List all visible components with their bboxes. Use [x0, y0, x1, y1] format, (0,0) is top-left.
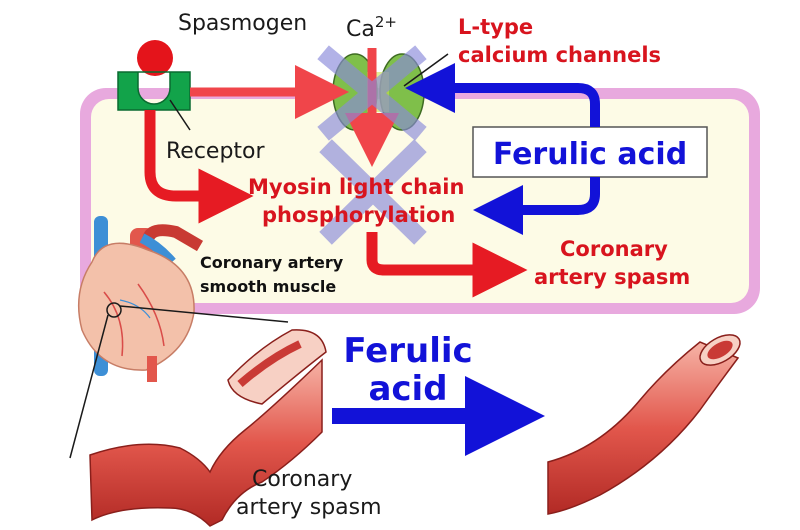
- receptor-label: Receptor: [166, 139, 266, 164]
- mlc-to-spasm-arrow: [366, 232, 528, 298]
- receptor-to-mlc-arrow: [144, 110, 254, 224]
- artery-icon: [547, 334, 741, 515]
- ltype-label-line2: calcium channels: [458, 43, 661, 67]
- receptor-icon: [117, 71, 191, 111]
- spasmogen-label: Spasmogen: [178, 11, 307, 36]
- mlc-label-line1: Myosin light chain: [248, 175, 464, 199]
- receptor-leader: [169, 99, 191, 131]
- artery-icon: [89, 329, 327, 527]
- heart-icon: [77, 216, 204, 382]
- ferulic-acid-big-line1: Ferulic: [343, 331, 472, 371]
- ferulic-acid-big-line2: acid: [368, 369, 447, 409]
- coronary-spasm-red-line2: artery spasm: [534, 265, 690, 289]
- coronary-spasm-red-line1: Coronary: [560, 237, 668, 261]
- mlc-label-line2: phosphorylation: [262, 203, 455, 227]
- coronary-spasm-black-line2: artery spasm: [236, 495, 382, 520]
- zoom-line-left: [69, 314, 109, 459]
- ferulic-acid-box: [472, 126, 708, 178]
- inhibition-cross-icon: [317, 45, 427, 141]
- calcium-ion-label: Ca2+: [346, 13, 397, 42]
- ltype-label-line1: L-type: [458, 15, 533, 39]
- ferulic-acid-box-label: Ferulic acid: [493, 137, 687, 172]
- ferulic-to-mlc-arrow: [473, 177, 600, 235]
- coronary-spasm-black-line1: Coronary: [252, 467, 352, 492]
- zoom-line-right: [119, 305, 289, 323]
- spasmogen-ball-icon: [137, 40, 173, 76]
- ferulic-to-channel-arrow: [405, 63, 600, 127]
- inhibition-cross-icon: [319, 139, 427, 245]
- smooth-muscle-label-line1: Coronary artery: [200, 253, 344, 272]
- smooth-muscle-label-line2: smooth muscle: [200, 277, 336, 296]
